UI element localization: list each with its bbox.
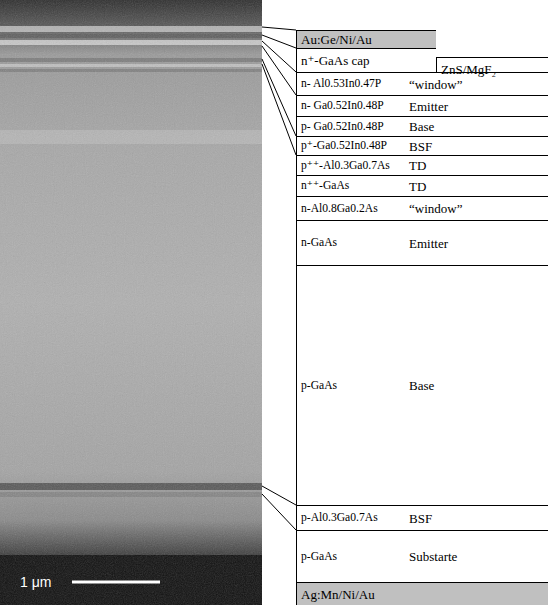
layer-band: n⁺-GaAs cap <box>296 48 436 72</box>
layer-material: Ag:Mn/Ni/Au <box>297 588 375 601</box>
layer-band: Au:Ge/Ni/Au <box>296 30 436 48</box>
layer-function: Emitter <box>409 237 448 250</box>
sem-noise <box>0 0 262 605</box>
layer-function: TD <box>409 180 426 193</box>
layer-function: “window” <box>409 202 462 215</box>
layer-row: n- Ga0.52In0.48PEmitter <box>296 95 548 116</box>
layer-row: p-GaAsSubstarte <box>296 530 548 582</box>
sem-micrograph <box>0 0 262 605</box>
layer-material: p⁺⁺-Al0.3Ga0.7As <box>297 160 409 172</box>
layer-function: Base <box>409 379 434 392</box>
layer-band: Ag:Mn/Ni/Au <box>296 582 548 605</box>
sem-ground <box>0 0 262 605</box>
scale-label: 1 μm <box>20 574 51 590</box>
layer-function: Emitter <box>409 100 448 113</box>
layer-material: p-GaAs <box>297 380 409 392</box>
layer-function: Substarte <box>409 550 457 563</box>
layer-material: p⁺-Ga0.52In0.48P <box>297 140 409 152</box>
layer-material: p- Ga0.52In0.48P <box>297 121 409 133</box>
layer-row: p⁺⁺-Al0.3Ga0.7AsTD <box>296 155 548 175</box>
layer-material: n⁺-GaAs cap <box>297 54 370 67</box>
scale-bar <box>72 581 160 584</box>
layer-function: BSF <box>409 512 432 525</box>
layer-material: n- Ga0.52In0.48P <box>297 100 409 112</box>
leader-line <box>262 494 296 530</box>
leader-line <box>262 64 296 155</box>
layer-material: p-Al0.3Ga0.7As <box>297 512 409 524</box>
layer-row: p- Ga0.52In0.48PBase <box>296 116 548 136</box>
layer-row: n-GaAsEmitter <box>296 220 548 265</box>
layer-function: Base <box>409 120 434 133</box>
layer-material: n- Al0.53In0.47P <box>297 78 409 90</box>
layer-material: Au:Ge/Ni/Au <box>297 33 372 46</box>
layer-function: “window” <box>409 78 462 91</box>
leader-line <box>262 486 296 505</box>
layer-material: n⁺⁺-GaAs <box>297 180 409 192</box>
leader-line <box>262 27 296 30</box>
layer-function: BSF <box>409 140 432 153</box>
layer-material: n-Al0.8Ga0.2As <box>297 203 409 215</box>
leader-line <box>262 59 296 136</box>
layer-material: ZnS/MgF₂ <box>437 63 496 76</box>
layer-material: p-GaAs <box>297 551 409 563</box>
layer-material: n-GaAs <box>297 237 409 249</box>
layer-row: n⁺⁺-GaAsTD <box>296 175 548 196</box>
layer-row: n-Al0.8Ga0.2As“window” <box>296 196 548 220</box>
layer-row: n- Al0.53In0.47P“window” <box>296 72 548 95</box>
layer-row: p-Al0.3Ga0.7AsBSF <box>296 505 548 530</box>
leader-line <box>262 41 296 72</box>
layer-row: p-GaAsBase <box>296 265 548 505</box>
layer-function: TD <box>409 159 426 172</box>
layer-row: p⁺-Ga0.52In0.48PBSF <box>296 136 548 155</box>
